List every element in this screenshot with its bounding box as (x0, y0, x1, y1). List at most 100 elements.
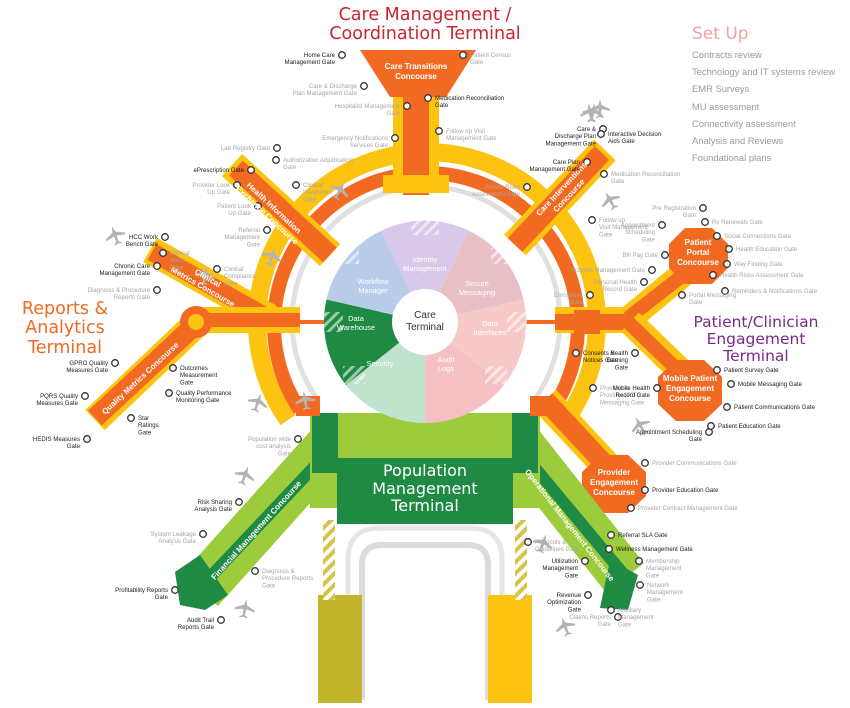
gate-marker (111, 359, 119, 367)
airplane-icon (105, 226, 126, 246)
gate-label: Patient Survey Gate (724, 367, 779, 374)
gate-marker (247, 166, 255, 174)
airplane-icon (234, 466, 255, 486)
gate-marker (631, 349, 639, 357)
gate-marker (199, 530, 207, 538)
gate-marker (581, 557, 589, 565)
airplane-icon (247, 393, 268, 413)
patient-engagement-terminal-title: Patient/Clinician Engagement Terminal (693, 313, 819, 366)
gate-marker (723, 260, 731, 268)
gate-label: Social Connections Gate (724, 233, 792, 240)
airplane-icon (580, 103, 601, 123)
gate-marker (435, 127, 443, 135)
gate-marker (235, 498, 243, 506)
gate-label: Lab Registry Gate (221, 145, 271, 152)
gate-marker (627, 504, 635, 512)
gate-marker (725, 245, 733, 253)
gate-marker (292, 181, 300, 189)
setup-item: EMR Surveys (692, 83, 750, 95)
gate-marker (586, 291, 594, 299)
setup-item: MU assessment (692, 100, 760, 112)
gate-marker (523, 183, 531, 191)
gate-marker (153, 286, 161, 294)
gate-marker (213, 265, 221, 273)
gate-marker (159, 249, 167, 257)
airplane-icon (532, 534, 553, 554)
gate-label: Mobile Messaging Gate (738, 381, 803, 388)
setup-item: Foundational plans (692, 152, 772, 164)
gate-marker (360, 82, 368, 90)
gate-marker (403, 102, 411, 110)
concourse-hubs (582, 228, 728, 513)
gate-marker (661, 251, 669, 259)
gate-marker (607, 606, 615, 614)
gate-label: Protocols &Guidelines Gate (535, 539, 579, 553)
gate-marker (273, 144, 281, 152)
gate-marker (607, 531, 615, 539)
gate-marker (217, 616, 225, 624)
gate-marker (424, 94, 432, 102)
airplane-icon (329, 182, 349, 201)
setup-list: Set Up Contracts review Technology and I… (692, 24, 848, 169)
gate-marker (721, 287, 729, 295)
gate-marker (641, 459, 649, 467)
gate-label: Patient Communications Gate (734, 404, 816, 411)
gate-marker (600, 170, 608, 178)
gate-marker (589, 384, 597, 392)
gate-marker (171, 586, 179, 594)
airplane-icon (194, 266, 215, 286)
gate-marker (653, 384, 661, 392)
airplane-icon (234, 599, 255, 619)
care-management-terminal-title: Care Management / Coordination Terminal (329, 5, 521, 45)
setup-item: Connectivity assessment (692, 117, 796, 129)
gate-marker (597, 130, 605, 138)
airplane-icon (601, 192, 621, 211)
reports-analytics-terminal-title: Reports & Analytics Terminal (21, 299, 109, 358)
gate-label: Referral SLA Gate (618, 532, 668, 539)
gate-marker (713, 366, 721, 374)
gate-marker (648, 266, 656, 274)
gate-marker (614, 613, 622, 621)
gate-label: Rx Renewals Gate (712, 219, 763, 226)
gate-marker (713, 232, 721, 240)
airplane-icons (105, 99, 651, 637)
runway-structure (318, 520, 532, 703)
gate-marker (635, 557, 643, 565)
gate-marker (678, 291, 686, 299)
airplane-icon (582, 103, 603, 123)
setup-item: Technology and IT systems review (692, 66, 836, 78)
gate-marker (727, 380, 735, 388)
gate-marker (658, 221, 666, 229)
gate-marker (699, 204, 707, 212)
gate-marker (391, 134, 399, 142)
